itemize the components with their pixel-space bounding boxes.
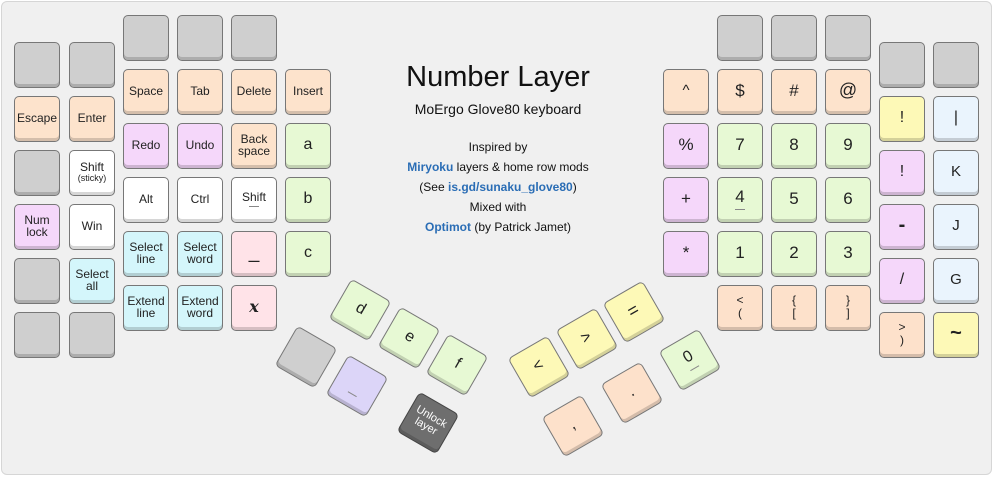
key-exclamation-2: ! [879, 150, 925, 196]
key-pipe: | [933, 96, 979, 142]
key-c: c [285, 231, 331, 277]
key-4: 4 [717, 177, 763, 223]
key-ctrl: Ctrl [177, 177, 223, 223]
key-escape: Escape [14, 96, 60, 142]
key-blank [123, 15, 169, 61]
key-win: Win [69, 204, 115, 250]
page-title: Number Layer [406, 61, 590, 93]
key-k: K [933, 150, 979, 196]
key-space: Space [123, 69, 169, 115]
key-hash: # [771, 69, 817, 115]
credit-mixed: Mixed with [469, 200, 527, 214]
key-tilde: ~ [933, 312, 979, 358]
key-a: a [285, 123, 331, 169]
key-x: x [231, 285, 277, 331]
key-e: e [377, 306, 441, 370]
key-alt: Alt [123, 177, 169, 223]
key-blank [14, 42, 60, 88]
key-9: 9 [825, 123, 871, 169]
sunaku-link[interactable]: is.gd/sunaku_glove80 [447, 180, 573, 194]
key-blank [231, 15, 277, 61]
miryoku-text: layers & home row mods [453, 160, 589, 174]
miryoku-link[interactable]: Miryoku [407, 160, 454, 174]
key-d: d [328, 278, 392, 342]
key-at: @ [825, 69, 871, 115]
credit-see: (See is.gd/sunaku_glove80) [362, 180, 634, 194]
key-period: . [600, 361, 664, 425]
key-bracket-open: {[ [771, 285, 817, 331]
key-blank [69, 312, 115, 358]
key-0: 0 [658, 328, 722, 392]
key-5: 5 [771, 177, 817, 223]
key-dollar: $ [717, 69, 763, 115]
key-2: 2 [771, 231, 817, 277]
key-comma: , [541, 394, 605, 458]
key-shift-sticky: Shift(sticky) [69, 150, 115, 196]
key-blank [177, 15, 223, 61]
key-redo: Redo [123, 123, 169, 169]
key-tab: Tab [177, 69, 223, 115]
key-equals: = [602, 280, 666, 344]
page-subtitle: MoErgo Glove80 keyboard [414, 101, 582, 117]
key-minus: - [879, 204, 925, 250]
key-blank [825, 15, 871, 61]
credit-inspired: Inspired by [468, 140, 528, 154]
key-3: 3 [825, 231, 871, 277]
key-star: * [663, 231, 709, 277]
key-b: b [285, 177, 331, 223]
optimot-link[interactable]: Optimot [424, 220, 471, 234]
key-j: J [933, 204, 979, 250]
key-8: 8 [771, 123, 817, 169]
key-f: f [425, 333, 489, 397]
key-blank [14, 312, 60, 358]
key-1: 1 [717, 231, 763, 277]
key-6: 6 [825, 177, 871, 223]
credit-optimot: Optimot (by Patrick Jamet) [362, 220, 634, 234]
see-prefix: (See [419, 180, 448, 194]
key-percent: % [663, 123, 709, 169]
credit-miryoku: Miryoku layers & home row mods [362, 160, 634, 174]
key-bracket-close: }] [825, 285, 871, 331]
key-slash: / [879, 258, 925, 304]
key-paren-close: >) [879, 312, 925, 358]
key-blank [69, 42, 115, 88]
key-insert: Insert [285, 69, 331, 115]
key-less-than: < [507, 335, 571, 399]
key-paren-open: <( [717, 285, 763, 331]
see-suffix: ) [572, 180, 577, 194]
key-exclamation: ! [879, 96, 925, 142]
key-caret: ^ [663, 69, 709, 115]
key-undo: Undo [177, 123, 223, 169]
key-thumb-held [325, 354, 389, 418]
key-blank [933, 42, 979, 88]
optimot-text: (by Patrick Jamet) [470, 220, 572, 234]
key-plus: + [663, 177, 709, 223]
key-blank [717, 15, 763, 61]
key-delete: Delete [231, 69, 277, 115]
layer-info: Number Layer MoErgo Glove80 keyboard Ins… [362, 60, 634, 234]
key-blank [14, 150, 60, 196]
key-enter: Enter [69, 96, 115, 142]
key-blank [771, 15, 817, 61]
key-underscore: _ [231, 231, 277, 277]
key-blank [14, 258, 60, 304]
key-greater-than: > [555, 307, 619, 371]
key-blank [879, 42, 925, 88]
key-shift: Shift [231, 177, 277, 223]
key-g: G [933, 258, 979, 304]
key-7: 7 [717, 123, 763, 169]
key-blank-thumb [274, 325, 338, 389]
